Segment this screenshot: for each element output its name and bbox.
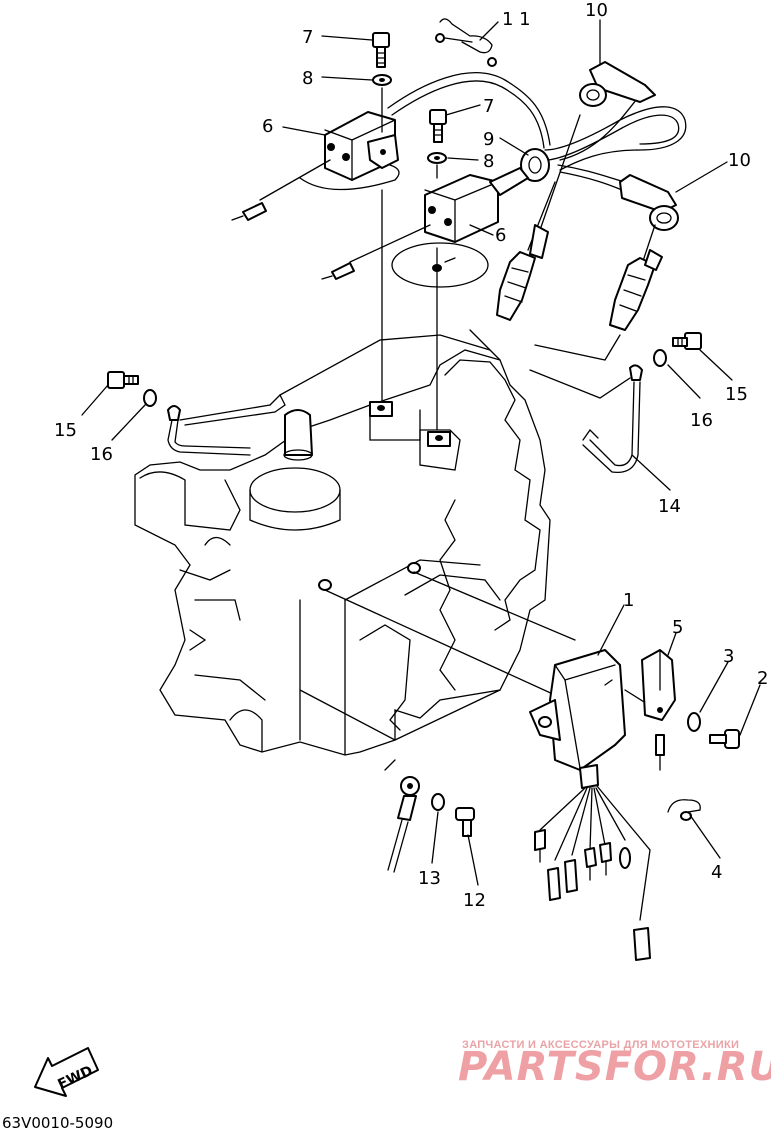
bolt-7-upper [372,32,390,68]
callout-15-right: 15 [725,384,748,405]
clip-4 [667,799,701,821]
spark-plug-left [496,224,549,321]
callout-10-top: 10 [585,0,608,21]
callout-1: 1 [623,590,634,611]
callout-15-left: 15 [54,420,77,441]
washer-8-lower [427,152,447,164]
washer-16-left [143,389,157,407]
watermark-brand: PARTSFOR.RU [458,1044,771,1090]
callout-9: 9 [483,129,494,150]
cdi-unit [529,649,665,961]
ignition-coil-lower [321,167,529,288]
callout-2: 2 [757,668,768,689]
bracket-5 [641,649,676,721]
watermark-tagline: ЗАПЧАСТИ И АКСЕССУАРЫ ДЛЯ МОТОТЕХНИКИ [462,1039,739,1051]
callout-16-right: 16 [690,410,713,431]
callout-7-upper: 7 [302,27,313,48]
callout-14: 14 [658,496,681,517]
ignition-coil-upper [231,111,400,221]
guide-lines [279,87,661,713]
bolt-2 [709,729,740,749]
washer-16-right [653,349,667,367]
callout-11: 1 1 [502,9,531,30]
engine-block [134,349,551,771]
washer-8-upper [372,74,392,86]
callout-12: 12 [463,890,486,911]
fwd-arrow: FWD [34,1047,99,1097]
ground-lead-left [167,393,286,456]
leader-lines [81,19,761,886]
bolt-15-left [107,371,139,389]
watermark: ЗАПЧАСТИ И АКСЕССУАРЫ ДЛЯ МОТОТЕХНИКИ PA… [458,1039,771,1090]
callout-labels: 7 8 6 1 1 10 7 9 8 10 6 15 16 15 16 14 1… [54,0,768,911]
bolt-7-lower [429,109,447,143]
spark-plug-right [609,249,663,331]
high-tension-cords [387,61,687,271]
callout-8-upper: 8 [302,68,313,89]
callout-16-left: 16 [90,444,113,465]
bolt-12 [455,807,475,837]
callout-10-right: 10 [728,150,751,171]
callout-6-lower: 6 [495,225,506,246]
callout-13: 13 [418,868,441,889]
callout-5: 5 [672,617,683,638]
diagram-code: 63V0010-5090 [2,1114,113,1130]
callout-4: 4 [711,862,722,883]
washer-3 [687,712,701,732]
clamp-11 [435,18,497,67]
washer-13 [431,793,445,811]
callout-3: 3 [723,646,734,667]
callout-6-upper: 6 [262,116,273,137]
callout-8-lower: 8 [483,151,494,172]
callout-7-lower: 7 [483,96,494,117]
bolt-15-right [672,332,702,350]
ground-wire-lower [387,776,420,873]
